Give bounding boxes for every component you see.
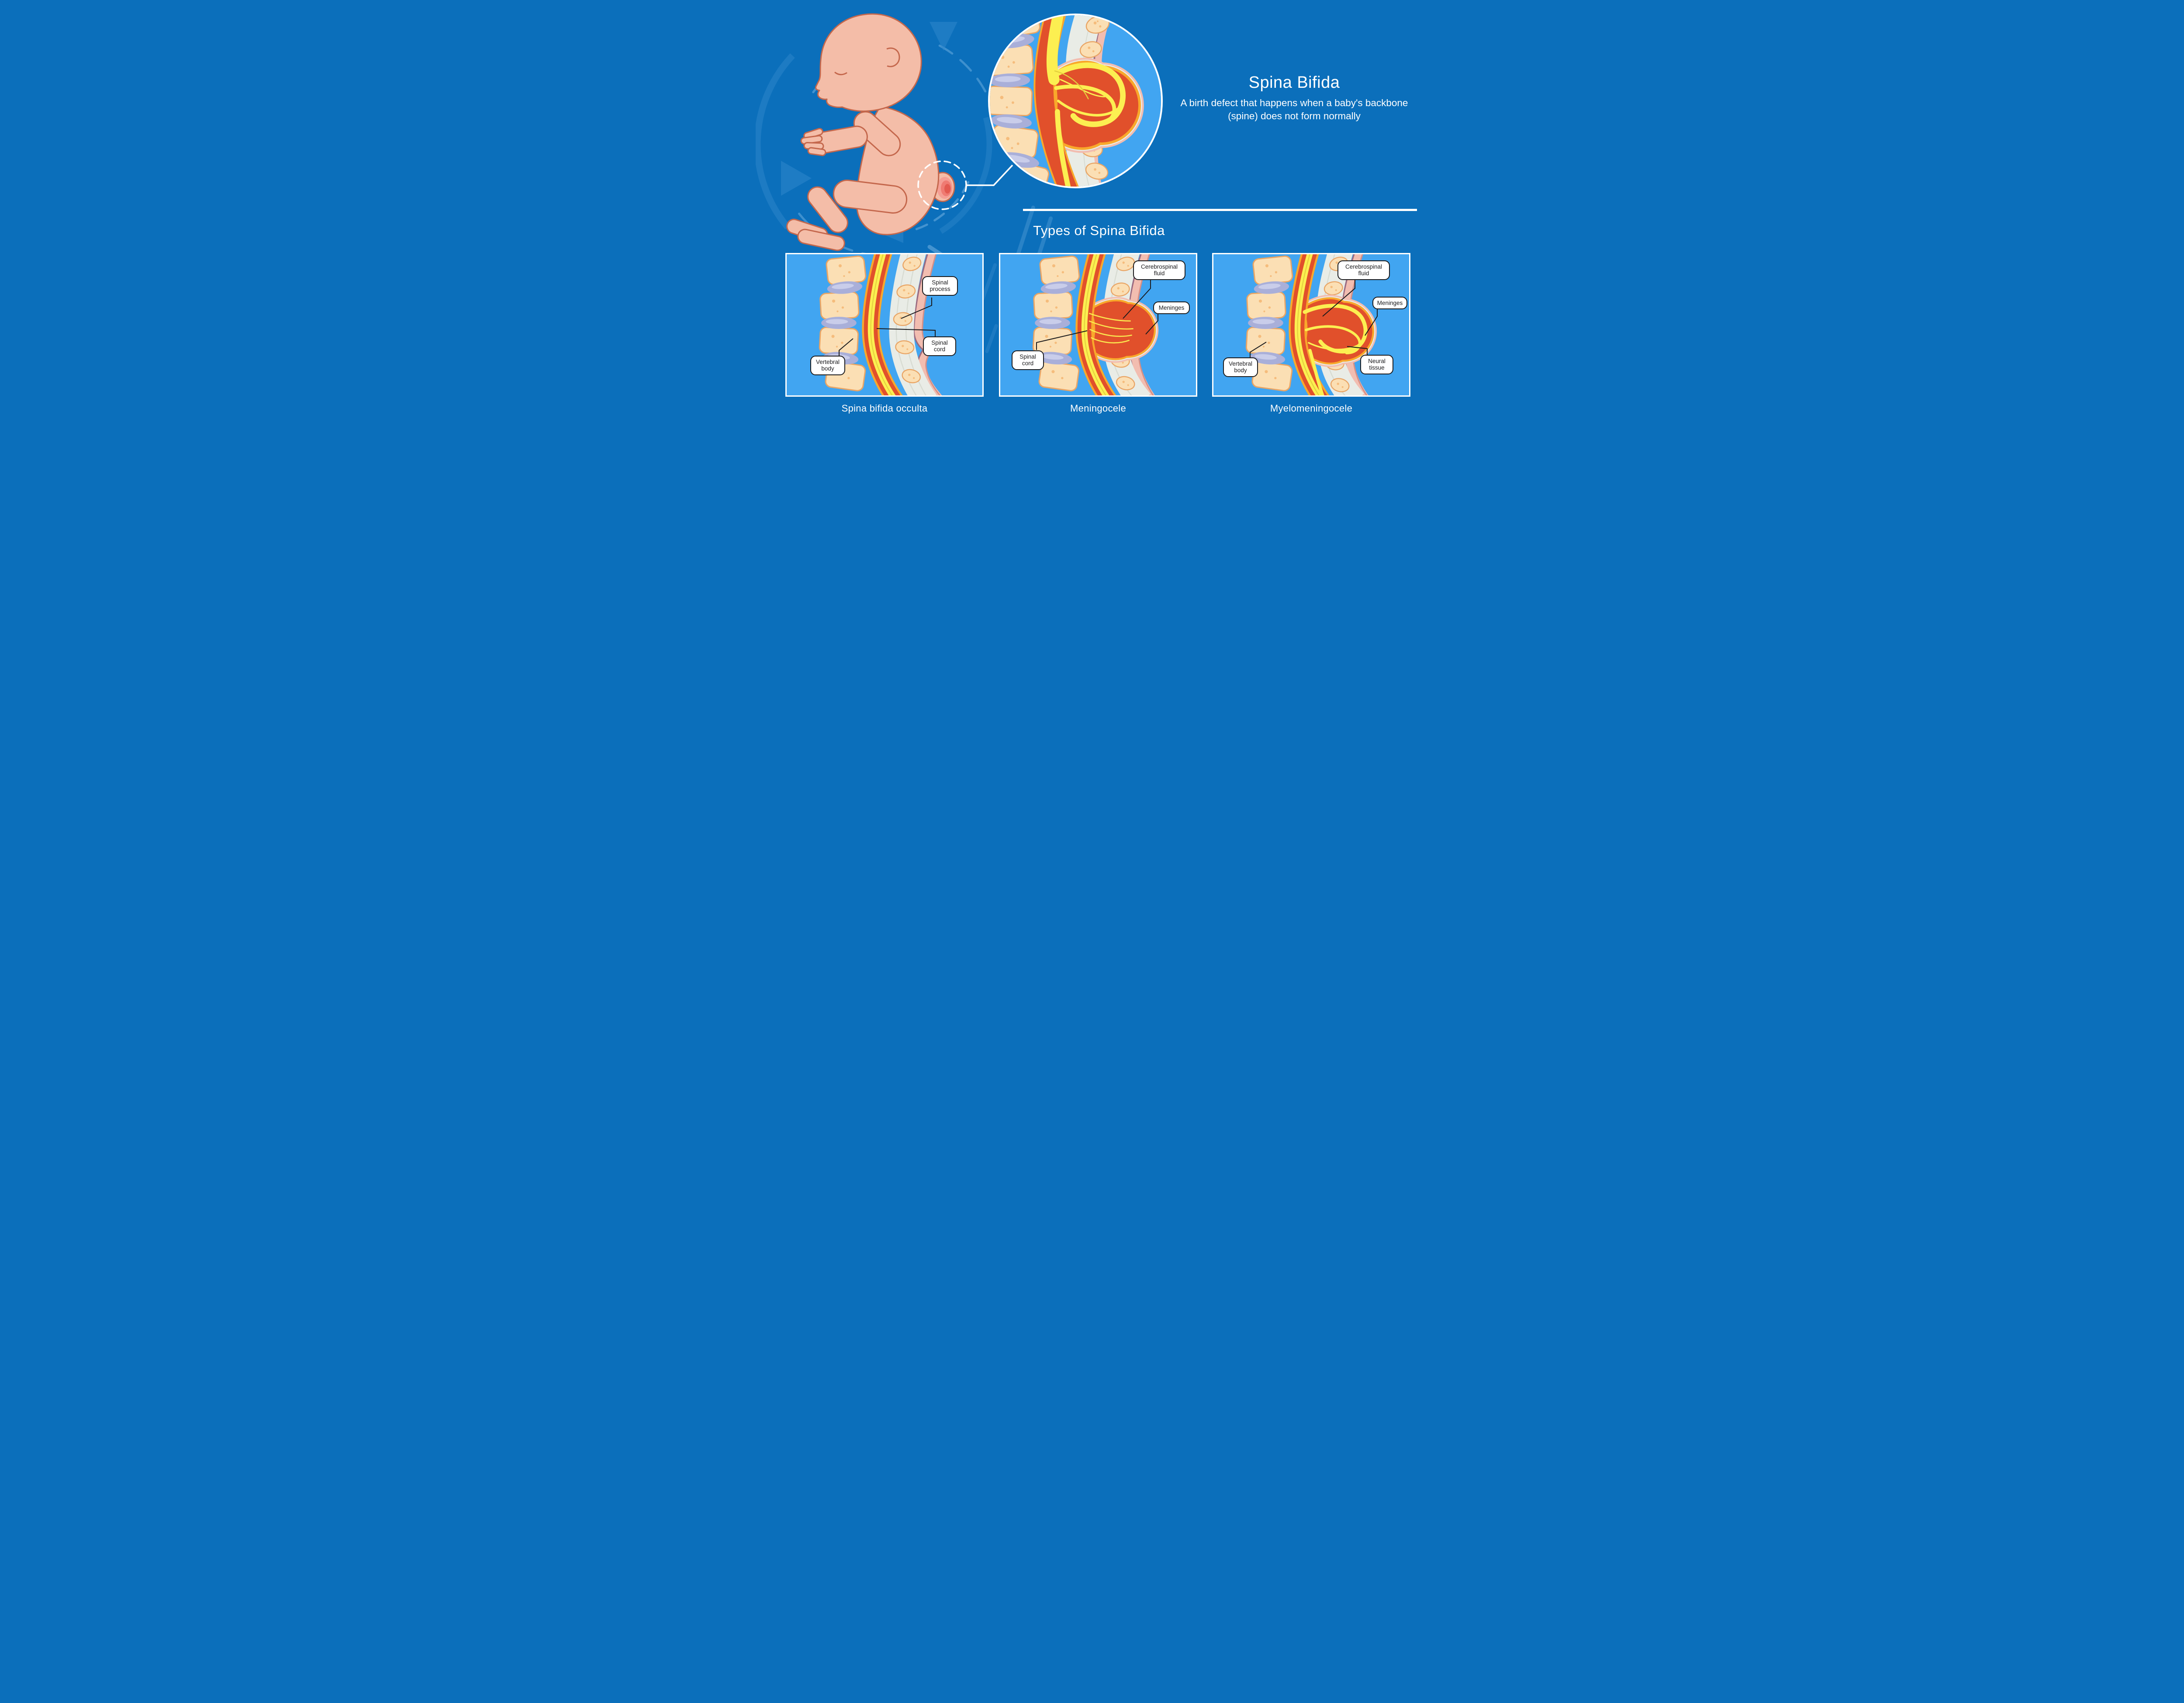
label-spinal-cord: Spinal cord	[923, 336, 956, 356]
panel-spina-bifida-occulta: Spinal process Spinal cord Vertebral bod…	[785, 253, 984, 397]
hero-illustration	[756, 11, 1019, 277]
label-meninges: Meninges	[1372, 297, 1407, 310]
magnified-spine-illustration	[990, 15, 1161, 187]
decorative-streak	[985, 323, 999, 354]
label-spinal-cord: Spinal cord	[1012, 350, 1044, 370]
caption-meningocele: Meningocele	[1070, 403, 1127, 414]
label-cerebrospinal-fluid: Cerebrospinal fluid	[1337, 260, 1390, 280]
caption-myelomeningocele: Myelomeningocele	[1270, 403, 1353, 414]
label-cerebrospinal-fluid: Cerebrospinal fluid	[1133, 260, 1185, 280]
fetus-eye	[834, 72, 847, 76]
label-vertebral-body: Vertebral body	[810, 356, 845, 375]
magnifier-dashed-circle	[917, 160, 967, 210]
page-subtitle: A birth defect that happens when a baby'…	[1162, 97, 1427, 123]
label-meninges: Meninges	[1153, 301, 1190, 315]
page-subtitle-line2: (spine) does not form normally	[1228, 111, 1361, 121]
section-heading: Types of Spina Bifida	[1033, 223, 1165, 238]
nerve-fibers	[1046, 15, 1126, 187]
fetus-silhouette	[786, 13, 955, 251]
label-neural-tissue: Neural tissue	[1360, 355, 1393, 374]
header-block: Spina Bifida A birth defect that happens…	[1162, 73, 1427, 123]
label-spinal-process: Spinal process	[922, 276, 958, 296]
label-vertebral-body: Vertebral body	[1223, 357, 1258, 377]
page-subtitle-line1: A birth defect that happens when a baby'…	[1180, 97, 1408, 108]
caption-spina-bifida-occulta: Spina bifida occulta	[841, 403, 928, 414]
page-title: Spina Bifida	[1248, 73, 1340, 92]
fetus-ear	[886, 47, 900, 67]
panel-myelomeningocele: Cerebrospinal fluid Meninges Vertebral b…	[1212, 253, 1410, 397]
panel-meningocele: Cerebrospinal fluid Meninges Spinal cord	[999, 253, 1197, 397]
magnified-spine-view	[988, 14, 1163, 188]
infographic-stage: Spina Bifida A birth defect that happens…	[756, 0, 1428, 426]
section-divider	[1023, 209, 1417, 211]
magnifier-connector-line	[967, 164, 1013, 186]
